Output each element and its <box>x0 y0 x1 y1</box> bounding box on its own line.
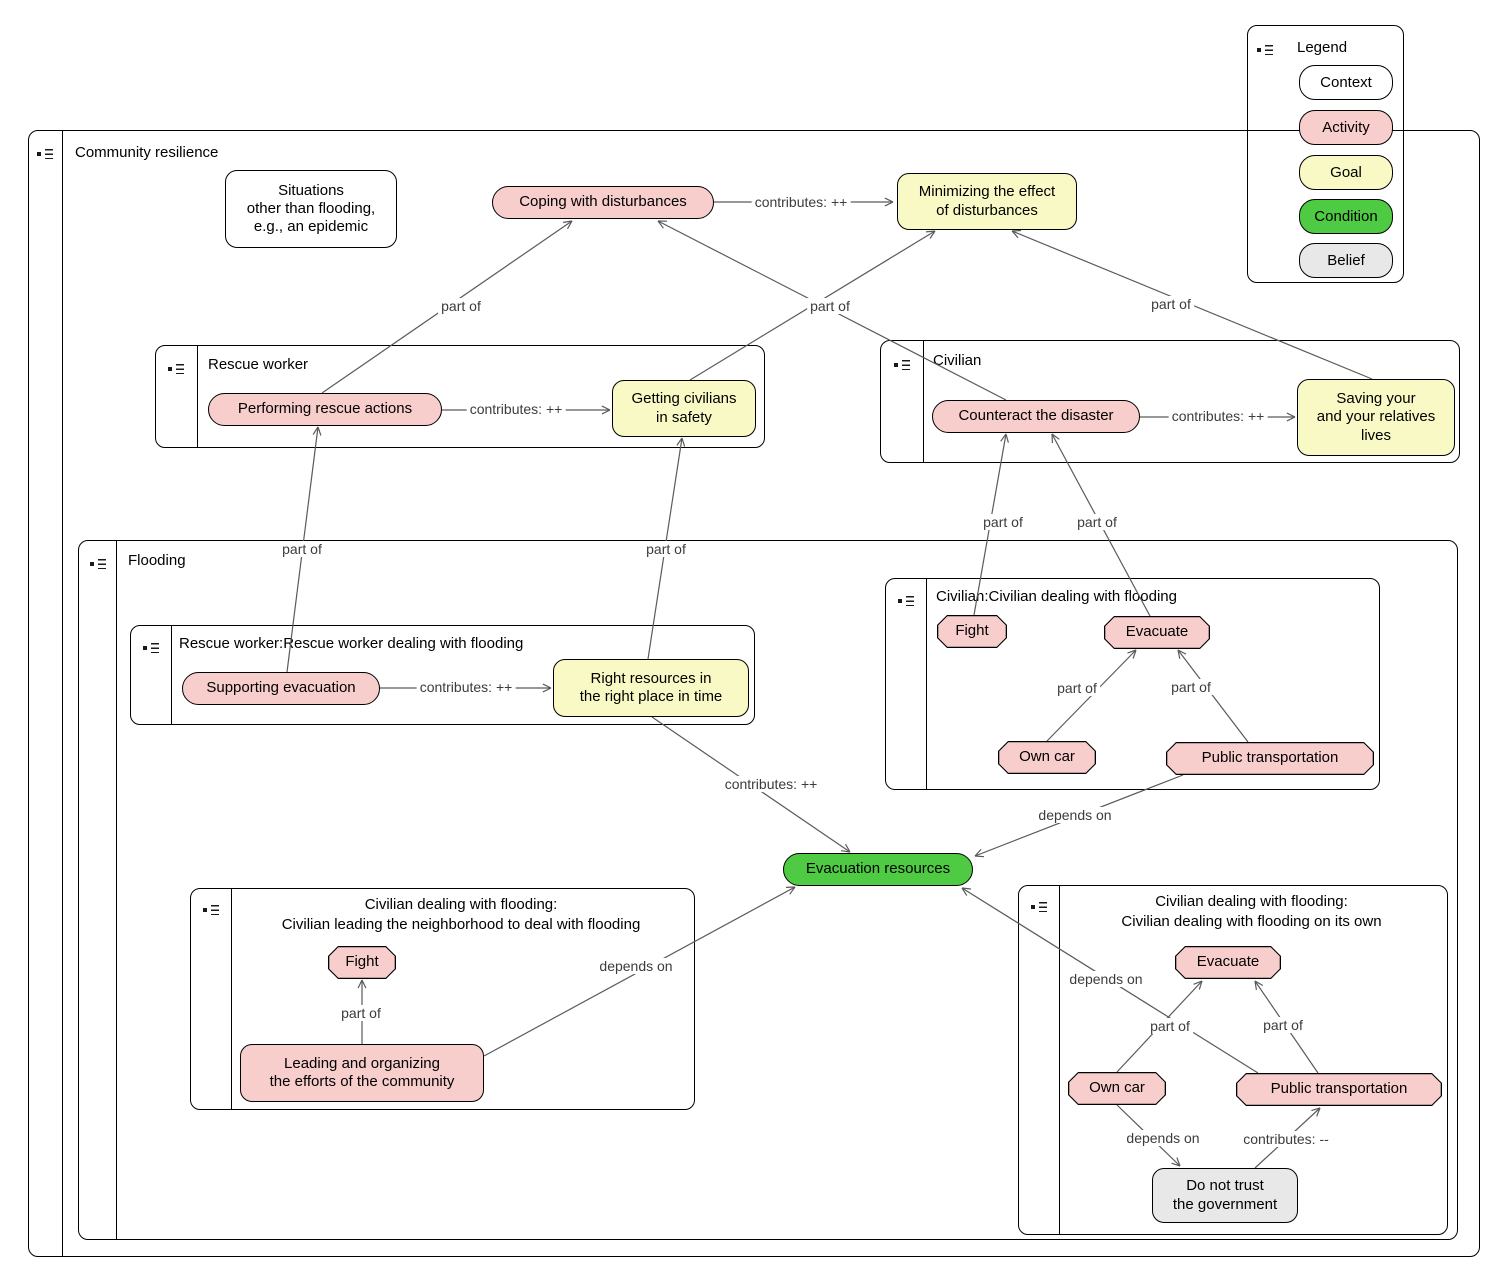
container-title: Civilian dealing with flooding: Civilian… <box>281 896 641 934</box>
octagon-fill <box>938 616 1005 646</box>
activity-coping-with-disturbances[interactable]: Coping with disturbances <box>492 186 714 219</box>
activity-public-transportation-flooding[interactable]: Public transportation <box>1166 742 1374 775</box>
activity-evacuate-flooding[interactable]: Evacuate <box>1104 616 1210 649</box>
octagon-fill <box>999 742 1094 772</box>
container-title: Community resilience <box>75 144 219 161</box>
legend-item-context: Context <box>1299 65 1393 100</box>
edge-label-part-of: part of <box>1074 514 1120 530</box>
octagon-fill <box>329 947 394 977</box>
container-title: Civilian dealing with flooding: Civilian… <box>1121 893 1382 931</box>
frame-icon <box>894 359 911 371</box>
edge-label-part-of: part of <box>1054 680 1100 696</box>
container-flooding[interactable]: Flooding <box>78 540 1458 1240</box>
container-title: Rescue worker <box>208 356 309 373</box>
frame-icon <box>898 595 915 607</box>
edge-label-part-of: part of <box>1168 679 1214 695</box>
legend-item-condition: Condition <box>1299 199 1393 234</box>
edge-label-depends-on: depends on <box>596 958 676 974</box>
legend-title: Legend <box>1297 39 1348 56</box>
edge-label-part-of: part of <box>1148 296 1194 312</box>
activity-fight-leading[interactable]: Fight <box>328 946 396 979</box>
container-title: Civilian:Civilian dealing with flooding <box>936 588 1177 605</box>
node-label: Evacuate <box>1196 953 1260 971</box>
frame-divider <box>923 341 924 462</box>
node-label: Evacuate <box>1125 623 1189 641</box>
activity-counteract-the-disaster[interactable]: Counteract the disaster <box>932 400 1140 433</box>
frame-divider <box>197 346 198 447</box>
octagon-fill <box>1167 743 1372 773</box>
node-label: Public transportation <box>1201 749 1339 767</box>
edge-label-part-of: part of <box>980 514 1026 530</box>
condition-evacuation-resources[interactable]: Evacuation resources <box>783 853 973 886</box>
edge-label-contributes: contributes: ++ <box>466 401 566 417</box>
edge-label-depends-on: depends on <box>1123 1130 1203 1146</box>
legend: Legend Context Activity Goal Condition B… <box>1247 25 1404 283</box>
edge-label-contributes: contributes: ++ <box>751 194 851 210</box>
activity-supporting-evacuation[interactable]: Supporting evacuation <box>182 672 380 705</box>
edge-label-part-of: part of <box>807 298 853 314</box>
belief-do-not-trust-government[interactable]: Do not trust the government <box>1152 1168 1298 1223</box>
frame-icon <box>1257 44 1274 56</box>
activity-own-car-own[interactable]: Own car <box>1068 1072 1166 1105</box>
frame-icon <box>143 642 160 654</box>
activity-performing-rescue-actions[interactable]: Performing rescue actions <box>208 393 442 426</box>
edge-label-depends-on: depends on <box>1035 807 1115 823</box>
edge-label-part-of: part of <box>1260 1017 1306 1033</box>
frame-icon <box>203 904 220 916</box>
frame-icon <box>37 148 54 160</box>
frame-icon <box>1031 901 1048 913</box>
frame-divider <box>926 579 927 789</box>
frame-divider <box>231 889 232 1109</box>
edge-label-part-of: part of <box>643 541 689 557</box>
frame-divider <box>116 541 117 1239</box>
activity-fight-flooding[interactable]: Fight <box>937 615 1007 648</box>
edge-label-contributes-minus: contributes: -- <box>1240 1131 1332 1147</box>
frame-icon <box>90 558 107 570</box>
activity-evacuate-own[interactable]: Evacuate <box>1175 946 1281 979</box>
legend-item-belief: Belief <box>1299 243 1393 278</box>
edge-label-part-of: part of <box>279 541 325 557</box>
activity-leading-and-organizing[interactable]: Leading and organizing the efforts of th… <box>240 1044 484 1102</box>
legend-item-goal: Goal <box>1299 155 1393 190</box>
octagon-fill <box>1237 1074 1440 1104</box>
goal-getting-civilians-in-safety[interactable]: Getting civilians in safety <box>612 380 756 437</box>
edge-label-contributes: contributes: ++ <box>1168 408 1268 424</box>
edge-label-contributes: contributes: ++ <box>416 679 516 695</box>
activity-own-car-flooding[interactable]: Own car <box>998 741 1096 774</box>
edge-label-part-of: part of <box>338 1005 384 1021</box>
legend-item-activity: Activity <box>1299 110 1393 145</box>
node-label: Fight <box>345 953 379 971</box>
goal-saving-lives[interactable]: Saving your and your relatives lives <box>1297 379 1455 456</box>
node-label: Public transportation <box>1270 1080 1408 1098</box>
goal-minimizing-effect[interactable]: Minimizing the effect of disturbances <box>897 173 1077 230</box>
node-label: Fight <box>955 622 989 640</box>
container-title: Civilian <box>933 352 982 369</box>
frame-divider <box>62 131 63 1256</box>
container-community-resilience[interactable]: Community resilience <box>28 130 1480 1257</box>
activity-public-transportation-own[interactable]: Public transportation <box>1236 1073 1442 1106</box>
frame-divider <box>171 626 172 724</box>
octagon-fill <box>1069 1073 1164 1103</box>
container-title: Flooding <box>128 552 186 569</box>
edge-label-part-of: part of <box>438 298 484 314</box>
node-label: Own car <box>1019 748 1075 766</box>
frame-icon <box>168 363 185 375</box>
goal-right-resources[interactable]: Right resources in the right place in ti… <box>553 659 749 717</box>
edge-label-depends-on: depends on <box>1066 971 1146 987</box>
context-situations-note[interactable]: Situations other than flooding, e.g., an… <box>225 170 397 248</box>
container-title: Rescue worker:Rescue worker dealing with… <box>179 635 524 652</box>
edge-label-contributes: contributes: ++ <box>721 776 821 792</box>
edge-label-part-of: part of <box>1147 1018 1193 1034</box>
octagon-fill <box>1105 617 1208 647</box>
frame-divider <box>1059 886 1060 1234</box>
node-label: Own car <box>1089 1079 1145 1097</box>
